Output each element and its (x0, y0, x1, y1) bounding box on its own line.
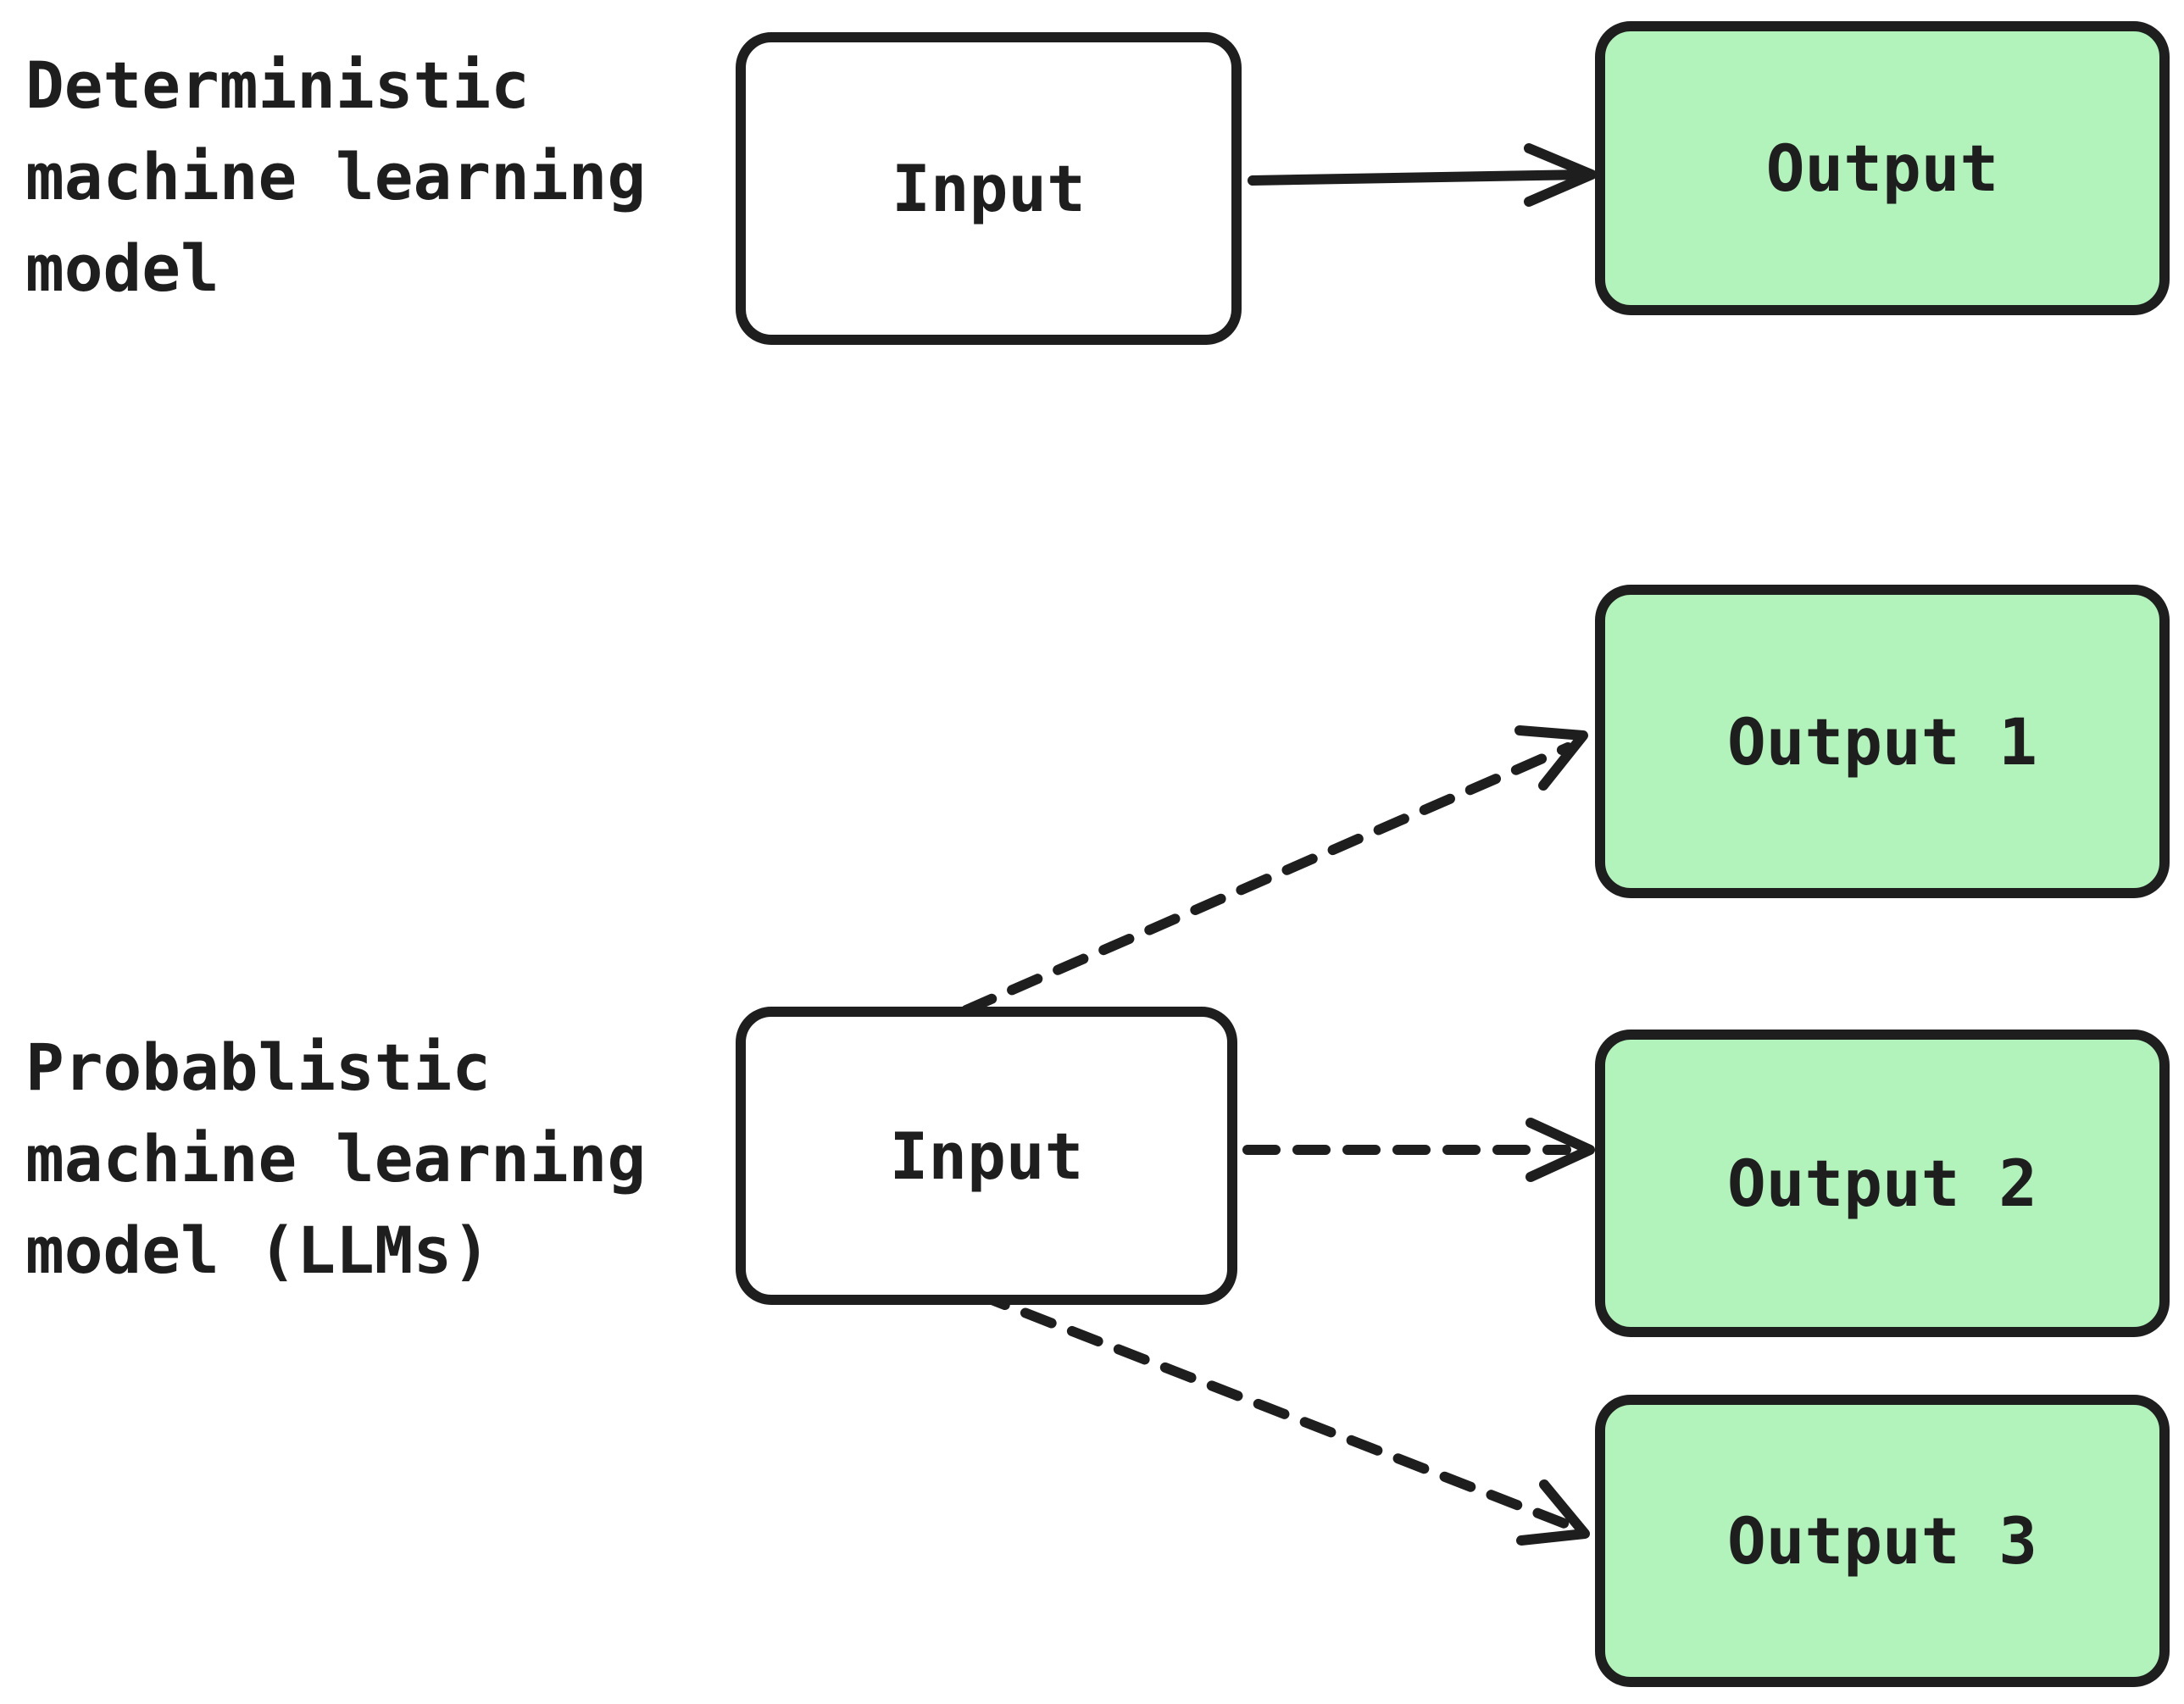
probablistic-output-2-label: Output 2 (1726, 1146, 2038, 1221)
probablistic-output-3-box: Output 3 (1595, 1395, 2170, 1687)
probablistic-output-2-box: Output 2 (1595, 1030, 2170, 1337)
arrowhead-icon (1525, 1118, 1595, 1182)
dashed-arrow-input-to-output-2 (1242, 1118, 1595, 1182)
solid-arrow-input-to-output (1248, 143, 1597, 207)
arrowhead-icon (1524, 143, 1597, 207)
deterministic-input-box: Input (736, 32, 1242, 345)
probablistic-input-box: Input (736, 1007, 1237, 1305)
deterministic-input-label: Input (892, 151, 1086, 226)
arrowhead-icon (1514, 725, 1588, 791)
dashed-arrow-input-to-output-1 (961, 725, 1588, 1015)
probablistic-output-3-label: Output 3 (1726, 1503, 2038, 1579)
deterministic-output-box: Output (1595, 21, 2170, 315)
probablistic-output-1-box: Output 1 (1595, 585, 2170, 898)
deterministic-output-label: Output (1765, 130, 1999, 206)
probablistic-output-1-label: Output 1 (1726, 703, 2038, 780)
arrowhead-icon (1516, 1479, 1590, 1546)
section-label-deterministic: Deterministic machine learning model (25, 47, 647, 306)
section-label-probablistic: Probablistic machine learning model (LLM… (25, 1030, 647, 1288)
probablistic-input-label: Input (889, 1118, 1084, 1194)
dashed-arrow-input-to-output-3 (974, 1290, 1590, 1546)
